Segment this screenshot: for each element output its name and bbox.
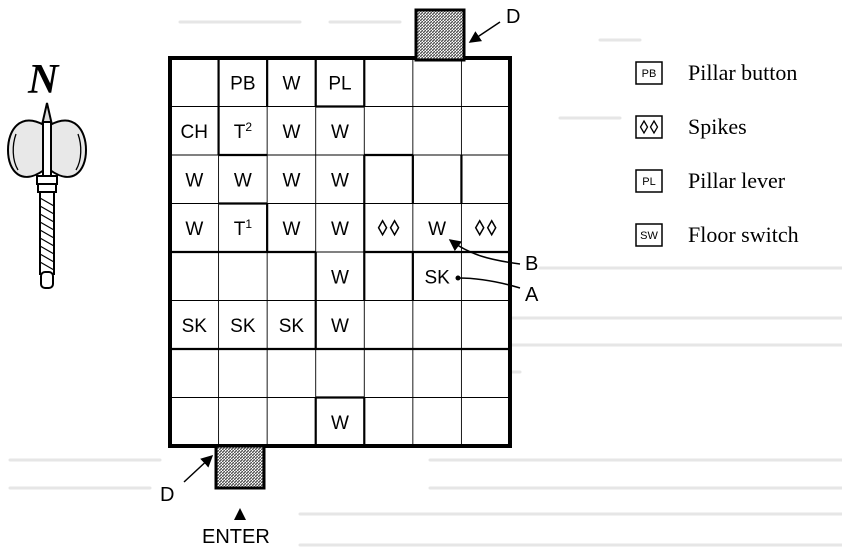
- callout-d-bottom-arrow: [183, 454, 214, 483]
- battle-axe-icon: [6, 102, 88, 289]
- cell-label-r7c3: W: [331, 413, 349, 434]
- cell-label-r5c0: SK: [182, 316, 208, 337]
- cell-label-r3c3: W: [331, 219, 349, 240]
- legend-key-pl: PL: [635, 169, 663, 193]
- cell-label-r4c5: SK: [424, 267, 450, 288]
- legend-label-floor-switch: Floor switch: [688, 222, 799, 247]
- callout-a-leader: [457, 277, 521, 289]
- cell-label-r1c3: W: [331, 122, 349, 143]
- callout-d-top-arrow: [468, 21, 501, 43]
- cell-label-r5c3: W: [331, 316, 349, 337]
- cell-label-r2c3: W: [331, 170, 349, 191]
- cell-label-r2c2: W: [282, 170, 300, 191]
- svg-text:PL: PL: [642, 176, 655, 188]
- cell-label-r0c1: PB: [230, 73, 255, 94]
- enter-label: ENTER: [202, 526, 270, 548]
- legend-key-spikes: [635, 115, 663, 139]
- cell-label-r3c0: W: [185, 219, 203, 240]
- diamond-pair-icon: [474, 219, 497, 237]
- cell-label-r3c5: W: [428, 219, 446, 240]
- legend-key-pb: PB: [635, 61, 663, 85]
- grid-outer-wall: [168, 56, 512, 448]
- callout-b-leader: [448, 239, 521, 265]
- callout-a-dot: [455, 275, 461, 281]
- cell-label-r3c2: W: [282, 219, 300, 240]
- legend-key-sw: SW: [635, 223, 663, 247]
- svg-text:SW: SW: [640, 230, 658, 242]
- diamond-pair-icon: [377, 219, 400, 237]
- stairs-bottom-hatched: [214, 444, 266, 490]
- compass-north-letter: N: [27, 57, 60, 103]
- arrow-up-icon: [234, 508, 246, 520]
- cell-label-r0c2: W: [282, 73, 300, 94]
- cell-label-r1c2: W: [282, 122, 300, 143]
- legend: PB PL SW: [635, 61, 663, 247]
- legend-label-pillar-lever: Pillar lever: [688, 168, 786, 193]
- callout-a: A: [525, 284, 539, 306]
- cell-label-r1c0: CH: [181, 122, 208, 143]
- legend-label-pillar-button: Pillar button: [688, 60, 798, 85]
- legend-label-spikes: Spikes: [688, 114, 747, 139]
- cell-label-r4c3: W: [331, 267, 349, 288]
- callout-b: B: [525, 253, 539, 275]
- svg-text:PB: PB: [642, 68, 657, 80]
- callout-d-bottom: D: [160, 484, 175, 506]
- cell-label-r5c2: SK: [279, 316, 305, 337]
- cell-label-r5c1: SK: [230, 316, 256, 337]
- cell-label-r2c1: W: [234, 170, 252, 191]
- cell-label-r0c3: PL: [328, 73, 351, 94]
- stairs-top-hatched: [414, 8, 466, 62]
- callout-d-top: D: [506, 6, 521, 28]
- cell-label-r2c0: W: [185, 170, 203, 191]
